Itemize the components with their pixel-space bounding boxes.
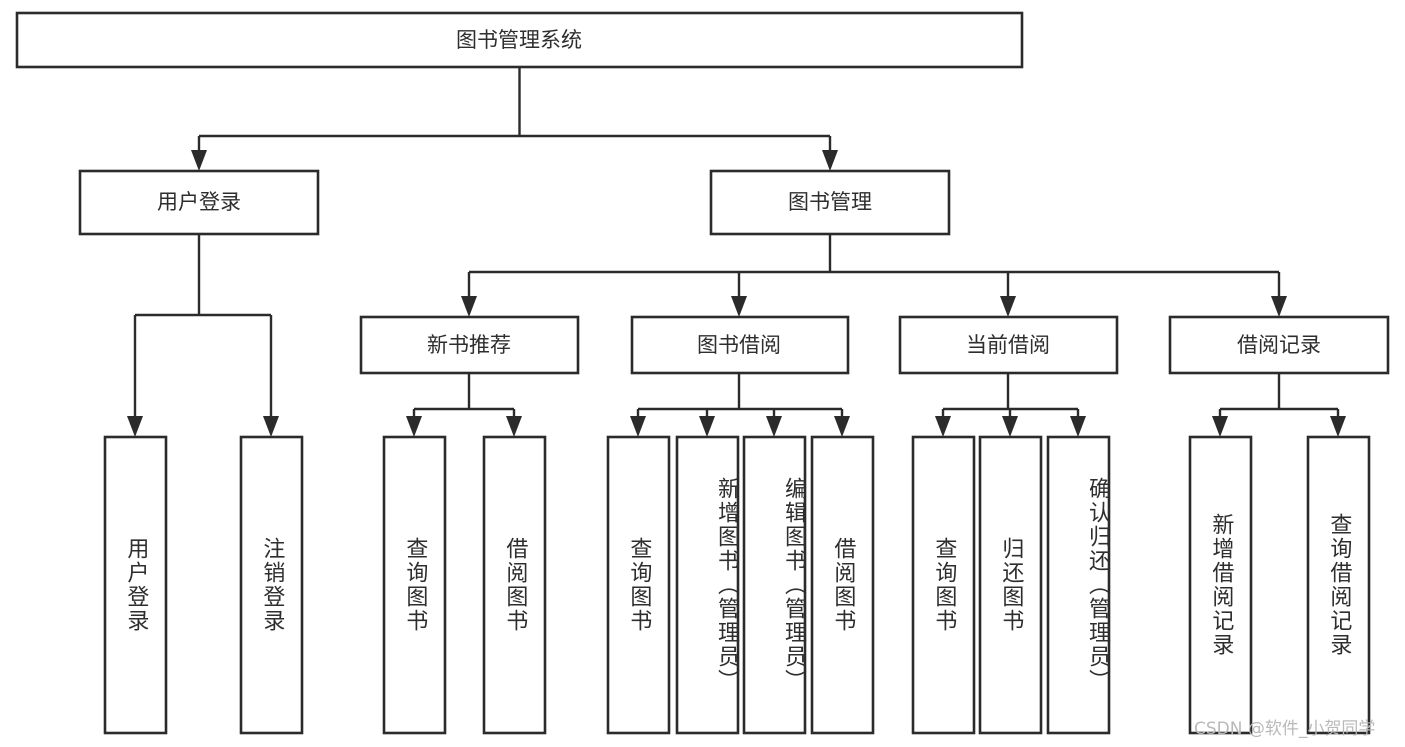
node-current-borrow-box[interactable] [898,315,1119,375]
arrow-leaf-user-logout [263,416,279,437]
leaf-box-layer [103,435,1371,735]
arrow-leaf-bb-edit-book [766,416,782,437]
arrow-leaf-user-login [127,416,143,437]
arrow-to-new-book-recommend [461,296,477,317]
arrow-leaf-cb-query-book [935,416,951,437]
node-leaf-cb-confirm-return-box[interactable] [1046,435,1111,735]
node-root-label: 图书管理系统 [456,28,582,52]
node-new-book-recommend-box[interactable] [359,315,580,375]
node-leaf-user-login-box[interactable] [103,435,168,735]
node-book-borrow[interactable]: 图书借阅 [630,315,850,375]
node-user-login[interactable]: 用户登录 [78,169,320,236]
node-leaf-rec-query-book-box[interactable] [382,435,447,735]
node-borrow-record-label: 借阅记录 [1237,333,1321,357]
node-leaf-br-query-record-box[interactable] [1306,435,1371,735]
node-book-manage-label: 图书管理 [788,190,872,214]
node-new-book-recommend-label: 新书推荐 [427,333,511,357]
node-leaf-rec-borrow-book-box[interactable] [482,435,547,735]
node-leaf-cb-return-book-box[interactable] [978,435,1043,735]
node-root-box[interactable] [15,11,1024,69]
node-book-manage-box[interactable] [709,169,951,236]
node-current-borrow[interactable]: 当前借阅 [898,315,1119,375]
arrow-to-book-borrow [731,296,747,317]
node-book-manage[interactable]: 图书管理 [709,169,951,236]
arrow-leaf-bb-query-book [630,416,646,437]
node-user-login-label: 用户登录 [157,190,241,214]
arrow-leaf-br-query-record [1330,416,1346,437]
arrow-leaf-cb-confirm-return [1070,416,1086,437]
node-borrow-record-box[interactable] [1168,315,1390,375]
node-book-borrow-label: 图书借阅 [697,333,781,357]
arrow-leaf-cb-return-book [1002,416,1018,437]
arrow-to-book-manage [822,150,838,171]
arrow-to-user-login [191,150,207,171]
node-leaf-bb-query-book-box[interactable] [606,435,671,735]
arrow-leaf-bb-add-book [699,416,715,437]
node-book-borrow-box[interactable] [630,315,850,375]
arrow-leaf-rec-query-book [406,416,422,437]
node-leaf-bb-add-book-box[interactable] [675,435,740,735]
csdn-watermark: CSDN @软件_小贺同学 [1194,719,1376,739]
node-new-book-recommend[interactable]: 新书推荐 [359,315,580,375]
node-leaf-bb-edit-book-box[interactable] [742,435,807,735]
node-borrow-record[interactable]: 借阅记录 [1168,315,1390,375]
node-leaf-br-add-record-box[interactable] [1188,435,1253,735]
node-leaf-user-logout-box[interactable] [239,435,304,735]
arrow-leaf-rec-borrow-book [506,416,522,437]
node-root[interactable]: 图书管理系统 [15,11,1024,69]
node-leaf-bb-borrow-book-box[interactable] [810,435,875,735]
node-user-login-box[interactable] [78,169,320,236]
node-current-borrow-label: 当前借阅 [966,333,1050,357]
arrow-leaf-bb-borrow-book [834,416,850,437]
arrow-to-borrow-record [1271,296,1287,317]
connector-layer [127,67,1346,437]
arrow-leaf-br-add-record [1212,416,1228,437]
arrow-to-current-borrow [1000,296,1016,317]
node-leaf-cb-query-book-box[interactable] [911,435,976,735]
